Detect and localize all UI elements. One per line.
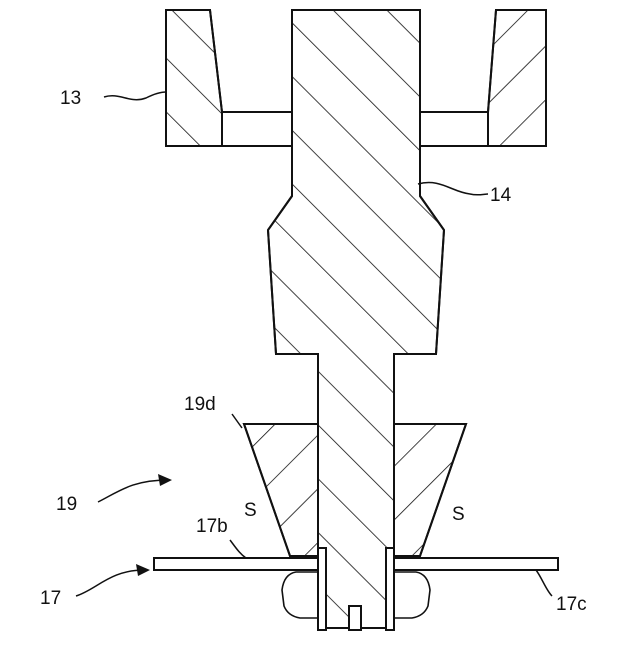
leader-17c [536, 570, 552, 596]
arrow-17 [136, 564, 150, 576]
leader-19d [232, 414, 242, 428]
label-s-left: S [244, 500, 257, 521]
label-17b: 17b [196, 516, 228, 537]
label-17c: 17c [556, 594, 587, 615]
leader-19 [98, 480, 168, 502]
part-13-right-block [488, 10, 546, 146]
arrow-19 [158, 474, 172, 486]
part-19-right-sleeve [394, 424, 466, 556]
leader-13 [104, 92, 166, 100]
part-13-left-block [166, 10, 222, 146]
leader-17b [230, 540, 290, 558]
label-14: 14 [490, 185, 512, 206]
leader-14 [418, 183, 488, 195]
part-19-left-sleeve [244, 424, 318, 556]
label-19d: 19d [184, 394, 216, 415]
label-13: 13 [60, 88, 81, 109]
label-19: 19 [56, 494, 77, 515]
leader-17 [76, 570, 144, 596]
label-17: 17 [40, 588, 61, 609]
label-s-right: S [452, 504, 465, 525]
